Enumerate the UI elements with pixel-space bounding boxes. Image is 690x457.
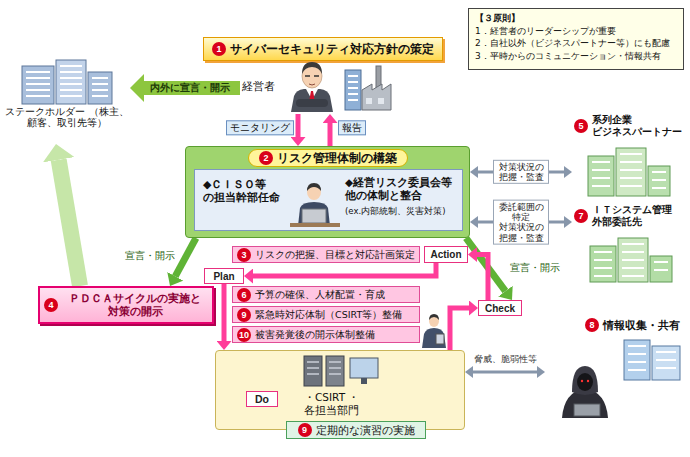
edge-label: 宣言・開示 [124,250,176,261]
node-text: 経営者 [242,80,275,93]
cycle-tag: Action [424,246,468,263]
callout-number: 7 [574,209,588,223]
factory-icon [345,66,391,110]
process-box: 9 定期的な演習の実施 [286,421,426,439]
node-text: 【３原則】 [475,12,677,25]
node-text: ステークホルダー （株主、顧客、取引先等） [4,106,130,129]
principles-box: 【３原則】1．経営者のリーダーシップが重要2．自社以外（ビジネスパートナー等）に… [468,8,684,70]
node-text: Do [255,393,269,405]
callout-number: 9 [298,423,312,437]
node-text: ・CSIRT ・各担当部門 [304,391,384,416]
connector [175,238,196,276]
connector [296,114,301,137]
node-text: 被害発覚後の開示体制整備 [255,329,375,340]
heading-row: 9 定期的な演習の実施 [298,423,415,437]
heading-row: 1 サイバーセキュリティ対応方針の策定 [212,42,434,56]
heading-row: 7 ＩＴシステム管理 外部委託先 [574,204,686,228]
callout-number: 6 [237,288,251,302]
heading-row: 9 緊急時対応体制（CSIRT等）整備 [237,308,402,322]
node-text: 定期的な演習の実施 [316,424,415,437]
heading-row: 5 系列企業 ビジネスパートナー [574,114,686,138]
node-text: ◆ＣＩＳＯ等 の担当幹部任命 [203,178,287,204]
process-box: 6 予算の確保、人材配置・育成 [232,286,420,303]
node-text: 1．経営者のリーダーシップが重要 [475,25,677,38]
callout-number: 3 [237,248,251,262]
heading-row: 8 情報収集・共有 [585,318,680,332]
connector [144,81,240,95]
executive-figure [291,62,333,112]
node-text: 3．平時からのコミュニケーション・情報共有 [475,50,677,63]
callout-number: 9 [237,308,251,322]
node-text: ◆経営リスク委員会等 他の体制と整合 [345,176,460,201]
connector [477,255,488,301]
heading-row: 3 リスクの把握、目標と対応計画策定 [237,248,415,262]
do-box: ・CSIRT ・各担当部門Do9定期的な演習の実施 [215,350,465,430]
connector [450,308,469,350]
connectors [59,88,564,372]
attacker-figure [562,366,608,418]
process-box: 9 緊急時対応体制（CSIRT等）整備 [232,306,420,323]
stakeholder-figure: ステークホルダー （株主、顧客、取引先等） [4,58,130,144]
callout-number: 8 [585,318,599,332]
process-box: 3 リスクの把握、目標と対応計画策定 [232,246,420,263]
heading-row: 10 被害発覚後の開示体制整備 [237,328,375,342]
cycle-tag: Do [246,391,278,407]
node-text: ＰＤＣＡサイクルの実施と 対策の開示 [62,292,208,318]
server-icon [304,356,378,386]
connector [222,284,227,341]
callout-number: 10 [237,328,251,342]
callout-number: 5 [574,119,588,133]
executive-figure: 経営者 [240,62,392,114]
node-text: 系列企業 ビジネスパートナー [592,114,686,138]
building-icon [624,340,680,380]
heading-row: 4 ＰＤＣＡサイクルの実施と 対策の開示 [44,292,208,318]
connector [59,160,80,286]
node-text: (ex.内部統制、災害対策) [345,206,460,216]
group-box: 2 リスク管理体制の構築 ◆ＣＩＳＯ等 の担当幹部任命 ◆経営リスク委員会等 他の体制… [185,146,470,238]
cycle-tag: Plan [204,268,244,284]
node-text: Action [430,249,461,260]
edge-label: 対策状況の 把握・監査 [493,160,549,184]
building-icon [590,238,672,282]
node-text: サイバーセキュリティ対応方針の策定 [230,42,434,56]
node-text: 2．自社以外（ビジネスパートナー等）にも配慮 [475,37,677,50]
node-text: 予算の確保、人材配置・育成 [255,289,385,300]
node-text: リスクの把握、目標と対応計画策定 [255,249,415,260]
building-icon [588,148,670,196]
title-box: 1 サイバーセキュリティ対応方針の策定 [203,37,443,61]
callout-number: 2 [259,151,273,165]
edge-label: 内外に宣言・開示 [148,82,232,94]
callout-number: 1 [212,42,226,56]
node-text: 情報収集・共有 [603,319,680,332]
connector [473,371,537,374]
node-text: 緊急時対応体制（CSIRT等）整備 [255,309,402,320]
process-box: 10 被害発覚後の開示体制整備 [232,326,420,343]
inner-box: ◆ＣＩＳＯ等 の担当幹部任命 ◆経営リスク委員会等 他の体制と整合 (ex.内部統制… [194,169,463,231]
process-box: 4 ＰＤＣＡサイクルの実施と 対策の開示 [38,286,214,324]
partner-figure: 5 系列企業 ビジネスパートナー [572,112,686,198]
node-text: ＩＴシステム管理 外部委託先 [592,204,686,228]
node-text: Check [485,303,515,314]
partner-figure: 8 情報収集・共有 [545,316,686,420]
edge-label: 報告 [338,120,366,135]
edge-label: 委託範囲の 特定 対策状況の 把握・監査 [493,200,549,245]
cycle-tag: Check [478,300,522,316]
partner-figure: 7 ＩＴシステム管理 外部委託先 [572,202,686,282]
edge-label: 宣言・開示 [509,262,561,273]
building-icon [22,60,112,104]
connector [328,123,333,146]
heading-row: 6 予算の確保、人材配置・育成 [237,288,385,302]
callout-number: 4 [44,298,58,312]
heading-row: 2 リスク管理体制の構築 [248,149,408,167]
connector [253,263,436,276]
officer-figure [290,183,340,227]
edge-label: モニタリング [226,120,294,135]
checker-figure [422,314,446,348]
node-text: Plan [213,271,234,282]
node-text: リスク管理体制の構築 [277,151,397,165]
edge-label: 脅威、脆弱性等 [473,354,538,364]
